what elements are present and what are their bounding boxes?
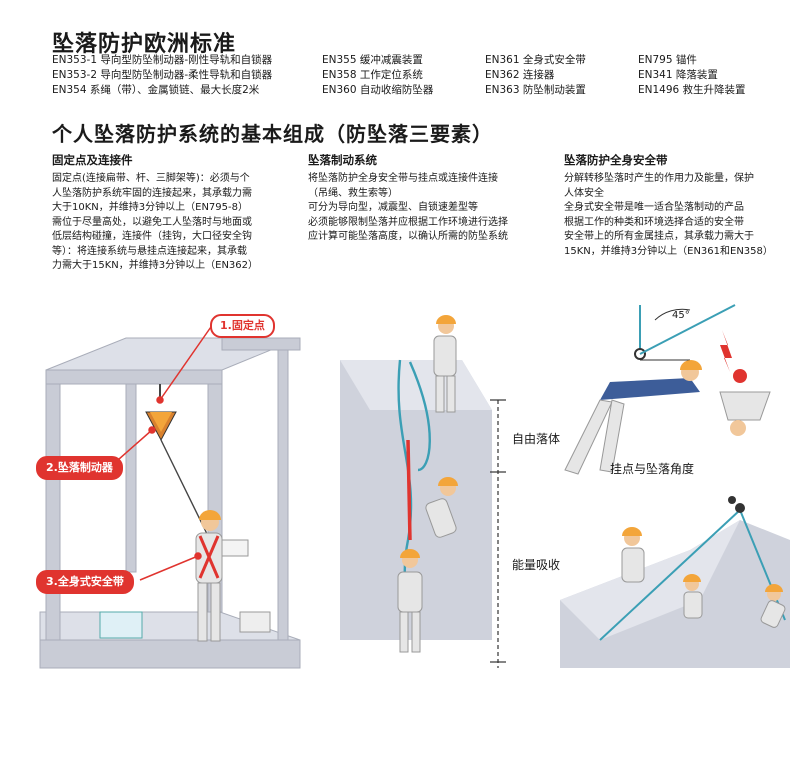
column-arrest-system: 坠落制动系统 将坠落防护全身安全带与挂点或连接件连接 （吊绳、救生索等） 可分为… [308, 152, 508, 245]
column-heading: 坠落制动系统 [308, 153, 377, 167]
scaffold-post [277, 341, 289, 641]
column-heading: 固定点及连接件 [52, 153, 133, 167]
standard-item: EN354 系绳（带）、金属锁链、最大长度2米 [52, 84, 260, 96]
worker-figure [425, 477, 458, 538]
callout-fall-arrester: 2.坠落制动器 [36, 456, 123, 480]
column-anchor: 固定点及连接件 固定点(连接扁带、杆、三脚架等)：必须与个 人坠落防护系统牢固的… [52, 152, 258, 274]
text-line: 应计算可能坠落高度，以确认所需的防坠系统 [308, 231, 508, 242]
bricks [239, 611, 271, 633]
text-line: 人坠落防护系统牢固的连接起来，其承载力需 [52, 187, 252, 199]
toolbox [99, 611, 143, 639]
scaffold-top-beam [45, 369, 223, 385]
callout-full-body-harness: 3.全身式安全带 [36, 570, 134, 594]
text-line: 安全带上的所有金属挂点，其承载力需大于 [564, 231, 754, 242]
text-line: 需位于尽量高处，以避免工人坠落时与地面或 [52, 216, 252, 228]
standard-item: EN795 锚件 [638, 54, 697, 66]
label-anchor-angle: 挂点与坠落角度 [610, 462, 695, 476]
standard-item: EN362 连接器 [485, 69, 555, 81]
worker-figure [683, 574, 703, 619]
text-line: 分解转移坠落时产生的作用力及能量，保护 [564, 173, 754, 184]
standard-item: EN355 缓冲减震装置 [322, 54, 423, 66]
text-line: 力需大于15KN，并维持3分钟以上（EN362） [52, 260, 259, 271]
standard-item: EN1496 救生升降装置 [638, 84, 746, 96]
text-line: 大于10KN，并维持3分钟以上（EN795-8） [52, 202, 248, 213]
worker-figure [397, 549, 423, 653]
scaffold-base [39, 639, 301, 669]
text-line: 可分为导向型，减震型、自锁速差型等 [308, 202, 478, 213]
column-text: 将坠落防护全身安全带与挂点或连接件连接 （吊绳、救生索等） 可分为导向型，减震型… [308, 172, 508, 245]
worker-figure [195, 510, 249, 642]
scaffold-post [45, 369, 61, 641]
text-line: 等）：将连接系统与悬挂点连接起来，其承载 [52, 245, 247, 257]
label-energy-absorption: 能量吸收 [512, 558, 561, 572]
standard-item: EN361 全身式安全带 [485, 54, 586, 66]
standard-item: EN363 防坠制动装置 [485, 84, 586, 96]
text-line: 必须能够限制坠落并应根据工作环境进行选择 [308, 216, 508, 228]
text-line: 将坠落防护全身安全带与挂点或连接件连接 [308, 173, 498, 184]
standards-column: EN353-1 导向型防坠制动器-刚性导轨和自锁器 EN353-2 导向型防坠制… [52, 53, 272, 98]
section-subtitle: 个人坠落防护系统的基本组成（防坠落三要素） [52, 122, 493, 146]
fall-protection-illustration [39, 304, 790, 669]
standards-column: EN795 锚件 EN341 降落装置 EN1496 救生升降装置 [638, 53, 746, 98]
anchor-angle-scene [564, 304, 771, 475]
wall-rescue-scene [560, 496, 790, 668]
page-title: 坠落防护欧洲标准 [52, 32, 237, 57]
text-line: 15KN，并维持3分钟以上（EN361和EN358） [564, 245, 773, 257]
label-free-fall: 自由落体 [512, 432, 561, 446]
fall-dimension-line [490, 399, 506, 668]
label-angle: 45° [672, 310, 690, 321]
column-text: 分解转移坠落时产生的作用力及能量，保护 人体安全 全身式安全带是唯一适合坠落制动… [564, 172, 773, 259]
callout-anchor-point: 1.固定点 [210, 314, 275, 338]
text-line: （吊绳、救生索等） [308, 187, 398, 199]
worker-figure [760, 584, 786, 628]
standard-item: EN358 工作定位系统 [322, 69, 423, 81]
column-heading: 坠落防护全身安全带 [564, 153, 668, 167]
text-line: 固定点(连接扁带、杆、三脚架等)：必须与个 [52, 173, 250, 184]
text-line: 人体安全 [564, 187, 604, 199]
standard-item: EN360 自动收缩防坠器 [322, 84, 434, 96]
column-text: 固定点(连接扁带、杆、三脚架等)：必须与个 人坠落防护系统牢固的连接起来，其承载… [52, 172, 258, 274]
standard-item: EN353-1 导向型防坠制动器-刚性导轨和自锁器 [52, 54, 273, 66]
column-harness: 坠落防护全身安全带 分解转移坠落时产生的作用力及能量，保护 人体安全 全身式安全… [564, 152, 773, 259]
standard-item: EN353-2 导向型防坠制动器-柔性导轨和自锁器 [52, 69, 273, 81]
standards-column: EN361 全身式安全带 EN362 连接器 EN363 防坠制动装置 [485, 53, 586, 98]
text-line: 低层结构碰撞，连接件（挂钩，大口径安全钩 [52, 231, 252, 242]
worker-figure [621, 527, 645, 583]
worker-figure [433, 315, 457, 413]
text-line: 全身式安全带是唯一适合坠落制动的产品 [564, 202, 744, 213]
text-line: 根据工作的种类和环境选择合适的安全带 [564, 216, 744, 228]
standards-column: EN355 缓冲减震装置 EN358 工作定位系统 EN360 自动收缩防坠器 [322, 53, 433, 98]
standard-item: EN341 降落装置 [638, 69, 718, 81]
scaffold-top-beam [221, 337, 301, 351]
